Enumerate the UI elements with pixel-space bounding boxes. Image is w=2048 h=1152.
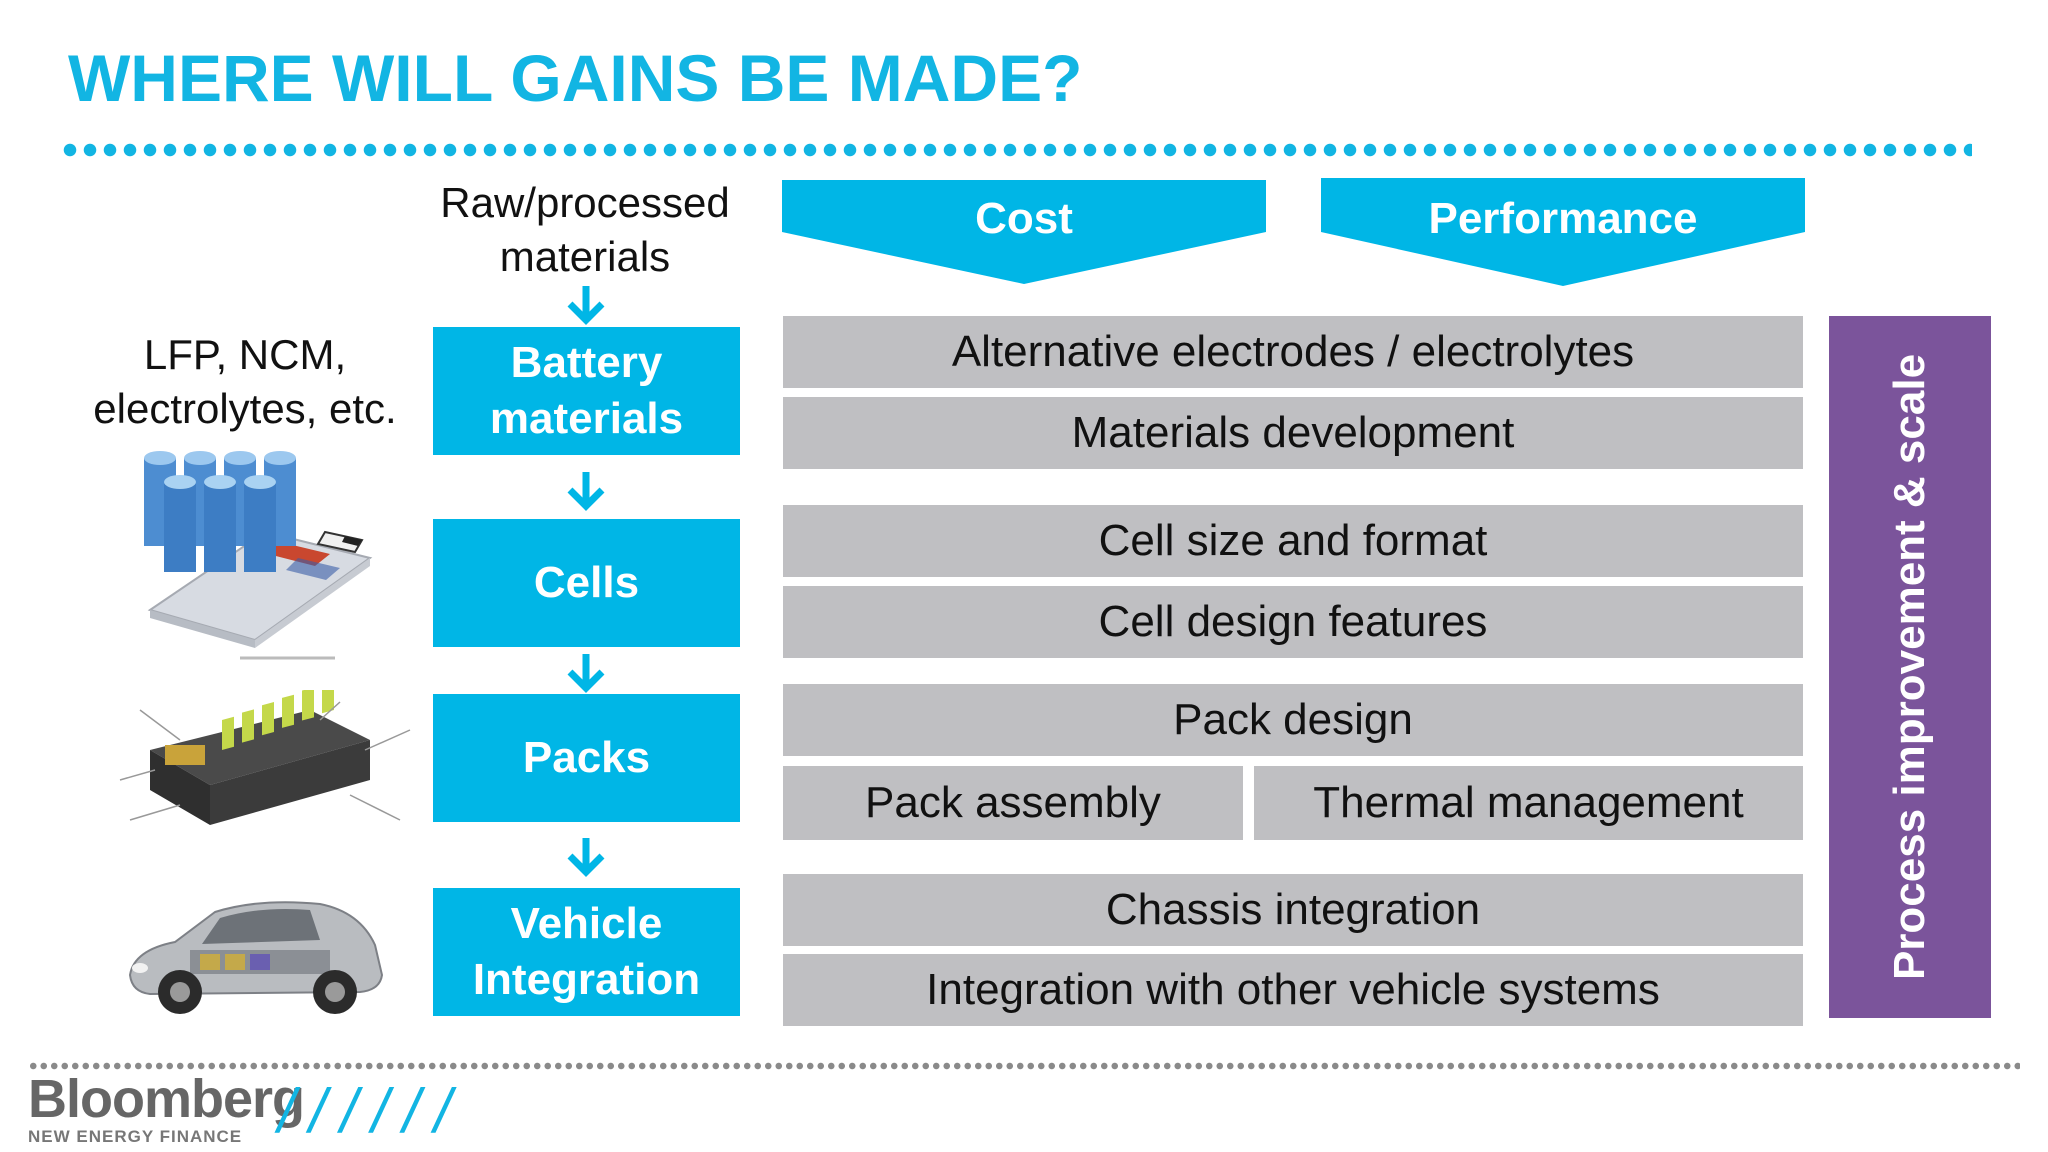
battery-pack-image bbox=[119, 690, 411, 825]
chemistry-label: LFP, NCM, electrolytes, etc. bbox=[60, 328, 430, 436]
chemistry-label-line1: LFP, NCM, bbox=[143, 331, 347, 378]
chemistry-label-line2: electrolytes, etc. bbox=[93, 385, 397, 432]
cost-chevron-shape bbox=[782, 180, 1266, 284]
down-arrow-icon bbox=[567, 286, 605, 325]
process-improvement-label-wrap: Process improvement & scale bbox=[1829, 316, 1991, 1018]
footer-slashes: ////// bbox=[278, 1077, 466, 1146]
bar-cell-design-features: Cell design features bbox=[783, 586, 1803, 658]
down-arrow-icon bbox=[567, 838, 605, 877]
bloomberg-logo-wordmark: Bloomberg bbox=[28, 1069, 305, 1129]
down-arrow-icon bbox=[567, 654, 605, 693]
bloomberg-logo-subtitle: NEW ENERGY FINANCE bbox=[28, 1127, 243, 1146]
footer-dotted-divider bbox=[28, 1062, 2020, 1070]
process-improvement-label: Process improvement & scale bbox=[1885, 353, 1935, 981]
bar-cell-size-format: Cell size and format bbox=[783, 505, 1803, 577]
stage-packs: Packs bbox=[433, 694, 740, 822]
cost-chevron-label: Cost bbox=[975, 194, 1073, 243]
battery-cells-image bbox=[144, 451, 373, 660]
raw-materials-label-line1: Raw/processed bbox=[440, 179, 730, 226]
performance-chevron-shape bbox=[1321, 178, 1805, 286]
bar-materials-development: Materials development bbox=[783, 397, 1803, 469]
stage-cells: Cells bbox=[433, 519, 740, 647]
stage-vehicle-integration-line1: Vehicle bbox=[510, 899, 663, 948]
stage-cells-label: Cells bbox=[533, 558, 640, 607]
stage-battery-materials: Battery materials bbox=[433, 327, 740, 455]
stage-battery-materials-line2: materials bbox=[489, 394, 684, 443]
stage-vehicle-integration: Vehicle Integration bbox=[433, 888, 740, 1016]
bar-alternative-electrodes: Alternative electrodes / electrolytes bbox=[783, 316, 1803, 388]
raw-materials-label-line2: materials bbox=[499, 233, 671, 280]
bar-thermal-management: Thermal management bbox=[1254, 766, 1803, 840]
stage-packs-label: Packs bbox=[522, 733, 651, 782]
title-dotted-divider bbox=[60, 143, 1972, 157]
raw-materials-label: Raw/processed materials bbox=[420, 176, 750, 284]
pouch-cell-image bbox=[147, 530, 373, 660]
bar-chassis-integration: Chassis integration bbox=[783, 874, 1803, 946]
process-improvement-bar bbox=[1829, 316, 1991, 1018]
cylindrical-cells-image bbox=[144, 451, 296, 572]
bar-pack-design: Pack design bbox=[783, 684, 1803, 756]
page-title: WHERE WILL GAINS BE MADE? bbox=[68, 41, 1083, 115]
bar-pack-assembly: Pack assembly bbox=[783, 766, 1243, 840]
stage-vehicle-integration-line2: Integration bbox=[472, 955, 701, 1004]
stage-battery-materials-line1: Battery bbox=[510, 338, 663, 387]
bloomberg-logo: Bloomberg NEW ENERGY FINANCE bbox=[28, 1069, 305, 1146]
performance-chevron-label: Performance bbox=[1428, 194, 1698, 243]
bar-integration-other-systems: Integration with other vehicle systems bbox=[783, 954, 1803, 1026]
down-arrow-icon bbox=[567, 472, 605, 511]
electric-car-image bbox=[128, 901, 384, 1014]
